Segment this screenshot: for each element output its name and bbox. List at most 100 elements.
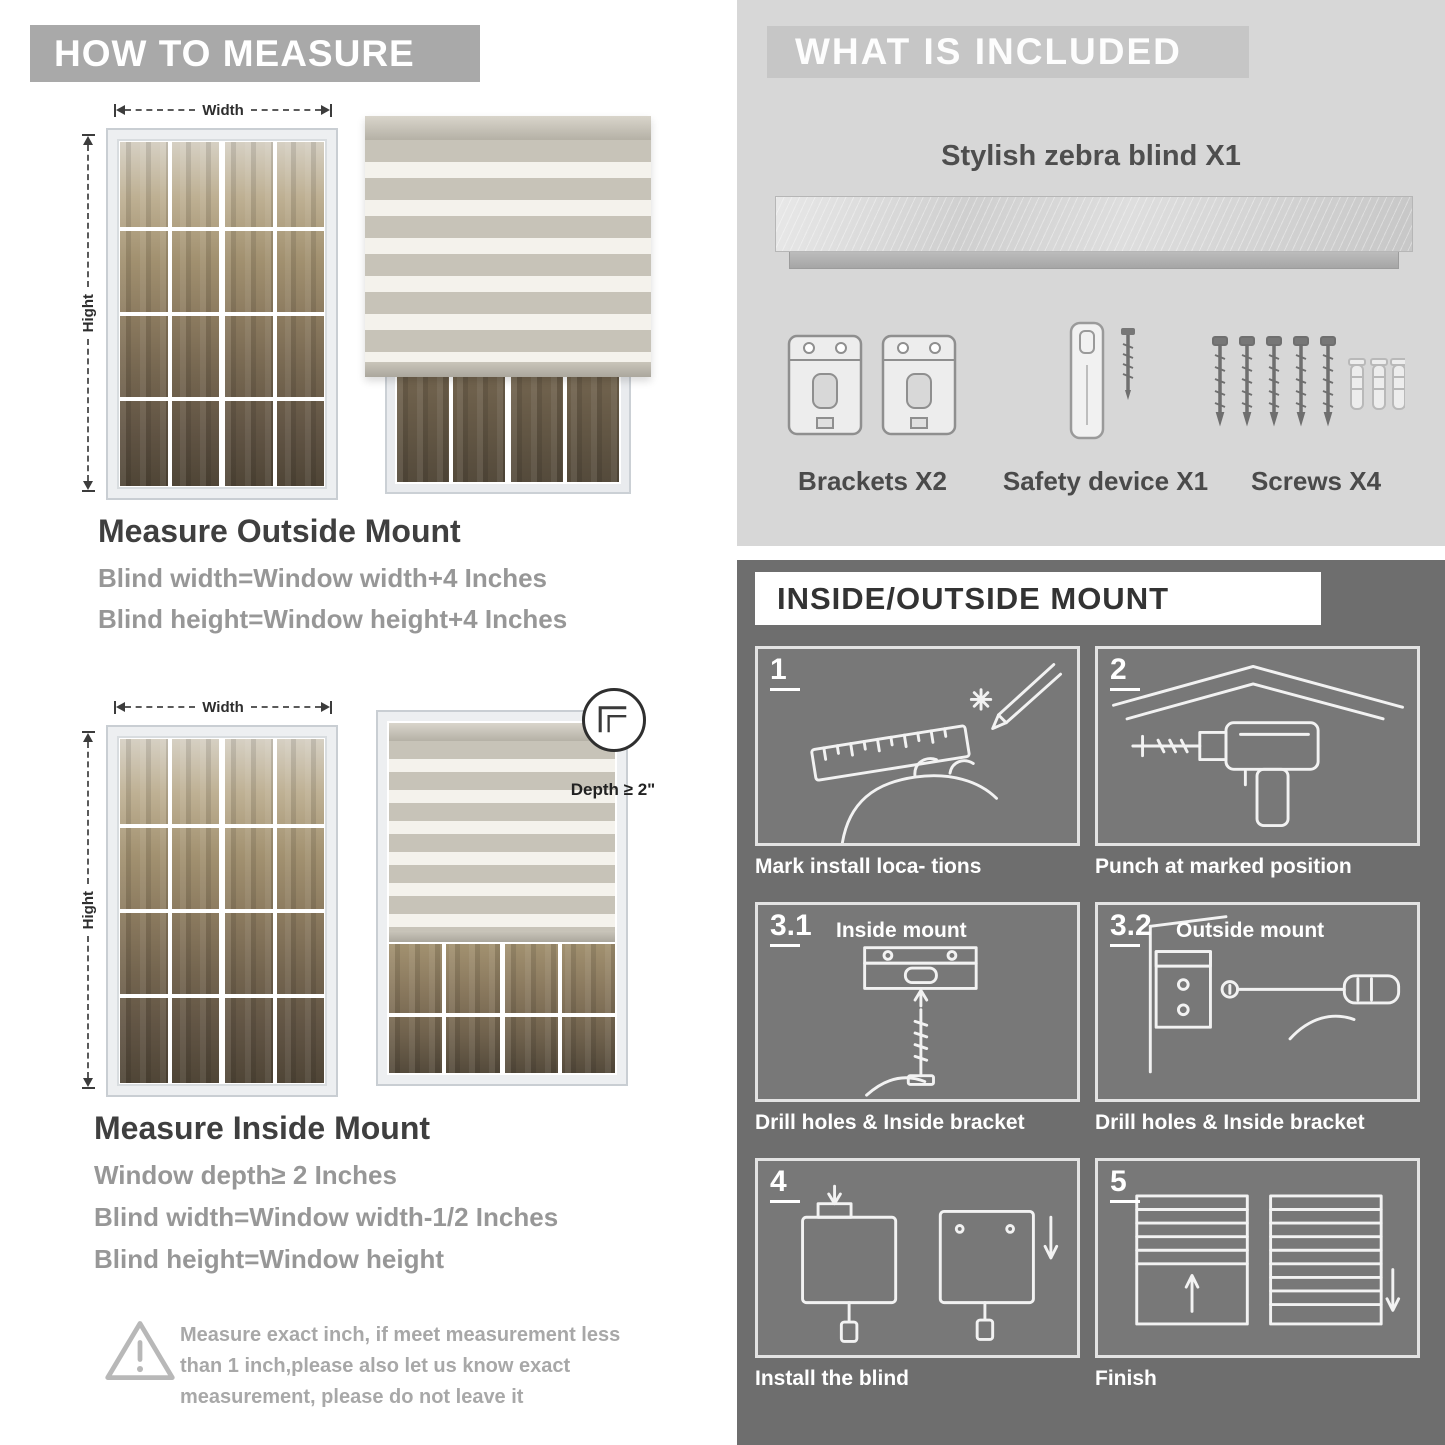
what-is-included-section: WHAT IS INCLUDED Stylish zebra blind X1	[737, 0, 1445, 546]
brackets-label: Brackets X2	[798, 466, 947, 496]
headrail-illustration	[775, 196, 1413, 269]
outside-mount-title: Measure Outside Mount	[98, 513, 461, 549]
arrow-left-head	[116, 105, 125, 115]
window-illustration	[108, 727, 336, 1095]
inside-bracket-illustration	[863, 946, 978, 1097]
window-lower-panes	[389, 944, 615, 1073]
step-3-2: 3.2 Outside mount	[1095, 902, 1420, 1135]
arrow-up-head	[83, 136, 93, 145]
product-name: Stylish zebra blind X1	[941, 140, 1241, 172]
step-number: 5	[1110, 1167, 1140, 1203]
arrow-end-tick	[81, 490, 95, 493]
arrow-left-head	[116, 702, 125, 712]
window-corner-icon	[598, 706, 627, 733]
zebra-blind-illustration	[389, 723, 615, 942]
step-number: 3.2	[1110, 911, 1152, 947]
arrow-right-head	[321, 702, 331, 712]
blind-bottomrail	[365, 362, 651, 377]
window-sash	[225, 739, 324, 1083]
screws-icon	[1205, 333, 1408, 450]
outside-mount-formula-width: Blind width=Window width+4 Inches	[98, 563, 547, 593]
outside-mount-formula-height: Blind height=Window height+4 Inches	[98, 604, 568, 634]
finish-illustration	[1135, 1194, 1401, 1326]
inside-mount-title: Measure Inside Mount	[94, 1110, 431, 1146]
blind-bottomrail	[389, 931, 615, 942]
step-caption: Punch at marked position	[1095, 855, 1352, 878]
how-to-measure-header: HOW TO MEASURE	[30, 25, 480, 82]
window-illustration	[108, 130, 336, 498]
step-title: Inside mount	[836, 919, 967, 942]
inside-mount-formula-height: Blind height=Window height	[94, 1244, 444, 1274]
arrow-dash	[250, 706, 322, 708]
arrow-right-head	[321, 105, 331, 115]
brackets-icon	[785, 326, 960, 449]
height-arrow: Hight	[79, 731, 97, 1090]
arrow-dash	[87, 339, 89, 482]
arrow-dash	[125, 706, 196, 708]
arrow-end-tick	[81, 1087, 95, 1090]
step-5: 5 Finish	[1095, 1158, 1420, 1391]
step-panel: 5	[1095, 1158, 1420, 1358]
width-label: Width	[202, 698, 244, 716]
install-blind-illustration	[801, 1184, 1059, 1343]
what-is-included-header: WHAT IS INCLUDED	[767, 26, 1249, 78]
inside-mount-depth-rule: Window depth≥ 2 Inches	[94, 1160, 397, 1190]
arrow-dash	[125, 109, 196, 111]
step-1: 1 Mark install loca- tions	[755, 646, 1080, 879]
mount-section-header: INSIDE/OUTSIDE MOUNT	[755, 572, 1321, 625]
window-sash	[389, 944, 500, 1073]
window-sash	[225, 142, 324, 486]
step-panel: 2	[1095, 646, 1420, 846]
width-arrow: Width	[114, 698, 333, 716]
arrow-dash	[87, 936, 89, 1079]
arrow-dash	[250, 109, 322, 111]
arrow-end-tick	[81, 731, 95, 733]
window-sash	[120, 142, 219, 486]
step-caption: Install the blind	[755, 1367, 910, 1390]
arrow-down-head	[83, 481, 93, 491]
blind-stripes	[389, 741, 615, 931]
arrow-down-head	[83, 1078, 93, 1088]
window-sash	[120, 739, 219, 1083]
step-number: 2	[1110, 655, 1140, 691]
drill-illustration	[1112, 665, 1404, 827]
mark-locations-illustration	[810, 663, 1063, 843]
safety-device-icon	[1055, 320, 1150, 453]
right-section: WHAT IS INCLUDED Stylish zebra blind X1	[723, 0, 1445, 1445]
window-sash	[504, 944, 615, 1073]
how-to-measure-section: HOW TO MEASURE Width Hight Measure Out	[30, 25, 656, 1408]
arrow-end-tick	[330, 103, 333, 117]
headrail-lip	[789, 252, 1399, 269]
step-3-1: 3.1 Inside mount Drill holes & Inside b	[755, 902, 1080, 1135]
step-caption: Mark install loca- tions	[755, 855, 982, 878]
warning-triangle-icon	[102, 1316, 178, 1391]
step-2: 2 Punch at marked position	[1095, 646, 1420, 879]
arrow-up-head	[83, 733, 93, 742]
inside-mount-formula-width: Blind width=Window width-1/2 Inches	[94, 1202, 559, 1232]
height-arrow: Hight	[79, 134, 97, 493]
outside-mount-blind-diagram	[365, 116, 651, 494]
safety-device-label: Safety device X1	[1002, 466, 1209, 496]
arrow-end-tick	[114, 700, 116, 714]
height-label: Hight	[79, 890, 97, 930]
screws-label: Screws X4	[1250, 466, 1382, 496]
blind-stripes	[365, 140, 651, 362]
step-panel: 1	[755, 646, 1080, 846]
measurement-warning-text: Measure exact inch, if meet measurement …	[180, 1324, 621, 1408]
depth-callout-circle	[582, 688, 646, 752]
step-panel: 3.2 Outside mount	[1095, 902, 1420, 1102]
height-label: Hight	[79, 293, 97, 333]
window-measure-diagram-inside: Width Hight	[78, 697, 336, 1095]
mount-instructions-section: INSIDE/OUTSIDE MOUNT 1 Mark instal	[737, 560, 1445, 1445]
step-number: 1	[770, 655, 800, 691]
headrail-bar	[775, 196, 1413, 252]
step-panel: 3.1 Inside mount	[755, 902, 1080, 1102]
arrow-dash	[87, 742, 89, 884]
blind-headrail	[365, 116, 651, 140]
step-caption: Finish	[1095, 1367, 1157, 1390]
width-label: Width	[202, 101, 244, 119]
step-caption: Drill holes & Inside bracket	[755, 1111, 1025, 1134]
depth-requirement-label: Depth ≥ 2"	[570, 780, 656, 799]
step-panel: 4	[755, 1158, 1080, 1358]
arrow-dash	[87, 145, 89, 287]
